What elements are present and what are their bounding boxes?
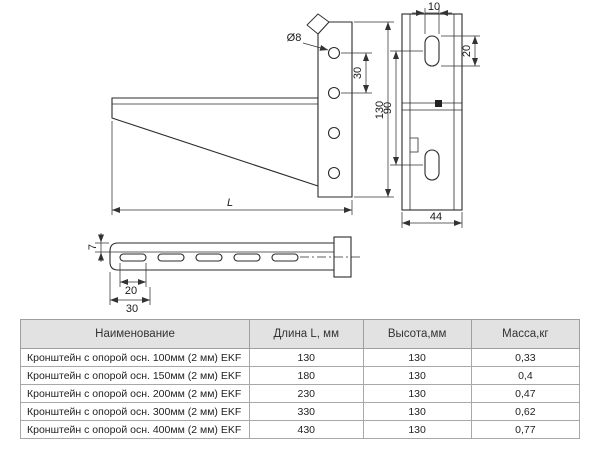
- dim-hole-diameter-label: Ø8: [287, 32, 302, 44]
- bracket-arm-outline: [111, 97, 319, 187]
- dim-slot-offset-label: 30: [126, 303, 138, 315]
- dim-edge-width-label: 7: [87, 244, 99, 250]
- arm-slot: [233, 253, 261, 262]
- col-header-length: Длина L, мм: [249, 319, 364, 349]
- channel-slot-bottom: [424, 149, 440, 181]
- value-cell: 0,62: [470, 402, 581, 421]
- dim-height-label: 130: [374, 101, 386, 119]
- spec-table-body: Кронштейн с опорой осн. 100мм (2 мм) EKF…: [19, 348, 581, 439]
- value-cell: 0,47: [470, 384, 581, 403]
- plate-hole: [327, 126, 341, 140]
- product-name-cell: Кронштейн с опорой осн. 400мм (2 мм) EKF: [19, 420, 251, 439]
- table-row: Кронштейн с опорой осн. 150мм (2 мм) EKF…: [19, 366, 581, 385]
- drawing-area: Ø8 30 130 L: [87, 1, 480, 315]
- dim-slot-length-label: 20: [461, 45, 473, 57]
- tab-detail: [410, 137, 419, 153]
- col-header-name: Наименование: [19, 319, 251, 349]
- value-cell: 0,4: [470, 366, 581, 385]
- product-name-cell: Кронштейн с опорой осн. 200мм (2 мм) EKF: [19, 384, 251, 403]
- top-view-labels: 7 20 30: [87, 244, 138, 315]
- spec-table-head: Наименование Длина L, мм Высота,мм Масса…: [19, 319, 581, 349]
- arm-slot: [195, 253, 223, 262]
- product-name-cell: Кронштейн с опорой осн. 100мм (2 мм) EKF: [19, 348, 251, 367]
- table-row: Кронштейн с опорой осн. 100мм (2 мм) EKF…: [19, 348, 581, 367]
- back-view: [401, 13, 463, 211]
- dim-hole-spacing-label: 30: [352, 67, 364, 79]
- side-view-dimensions: [111, 21, 394, 215]
- side-view-labels: Ø8 30 130 L: [227, 32, 386, 209]
- back-view-labels: 10 20 90 44: [382, 1, 473, 223]
- value-cell: 180: [249, 366, 364, 385]
- top-view: [109, 236, 362, 278]
- value-cell: 0,33: [470, 348, 581, 367]
- dim-slot-spacing-label: 90: [382, 102, 394, 114]
- top-view-dimensions: [95, 233, 151, 305]
- weld-mark: [435, 100, 442, 107]
- value-cell: 130: [362, 384, 472, 403]
- product-name-cell: Кронштейн с опорой осн. 150мм (2 мм) EKF: [19, 366, 251, 385]
- channel-slot-top: [424, 35, 440, 67]
- dim-slot-width-label: 10: [428, 1, 440, 13]
- plate-hole: [327, 46, 341, 60]
- plate-top-tab: [306, 13, 330, 35]
- side-view: [111, 13, 353, 198]
- value-cell: 130: [249, 348, 364, 367]
- plate-hole: [327, 86, 341, 100]
- dim-profile-width-label: 44: [430, 211, 442, 223]
- col-header-mass: Масса,кг: [470, 319, 581, 349]
- technical-drawing: Ø8 30 130 L: [87, 1, 480, 315]
- header-row: Наименование Длина L, мм Высота,мм Масса…: [19, 319, 581, 349]
- value-cell: 430: [249, 420, 364, 439]
- col-header-height: Высота,мм: [362, 319, 472, 349]
- value-cell: 130: [362, 402, 472, 421]
- spec-table: Наименование Длина L, мм Высота,мм Масса…: [19, 319, 581, 439]
- value-cell: 330: [249, 402, 364, 421]
- plate-hole: [327, 166, 341, 180]
- dim-length-label: L: [227, 197, 233, 209]
- table-row: Кронштейн с опорой осн. 200мм (2 мм) EKF…: [19, 384, 581, 403]
- value-cell: 0,77: [470, 420, 581, 439]
- table-row: Кронштейн с опорой осн. 400мм (2 мм) EKF…: [19, 420, 581, 439]
- product-name-cell: Кронштейн с опорой осн. 300мм (2 мм) EKF: [19, 402, 251, 421]
- dim-arm-slot-length-label: 20: [125, 285, 137, 297]
- value-cell: 230: [249, 384, 364, 403]
- table-row: Кронштейн с опорой осн. 300мм (2 мм) EKF…: [19, 402, 581, 421]
- bracket-plate-outline: [317, 21, 353, 198]
- arm-slot: [271, 253, 299, 262]
- leader-hole-diameter: [302, 42, 329, 51]
- arm-slot: [119, 253, 147, 262]
- value-cell: 130: [362, 348, 472, 367]
- back-view-dimensions: [390, 8, 480, 228]
- arm-slot: [157, 253, 185, 262]
- value-cell: 130: [362, 366, 472, 385]
- value-cell: 130: [362, 420, 472, 439]
